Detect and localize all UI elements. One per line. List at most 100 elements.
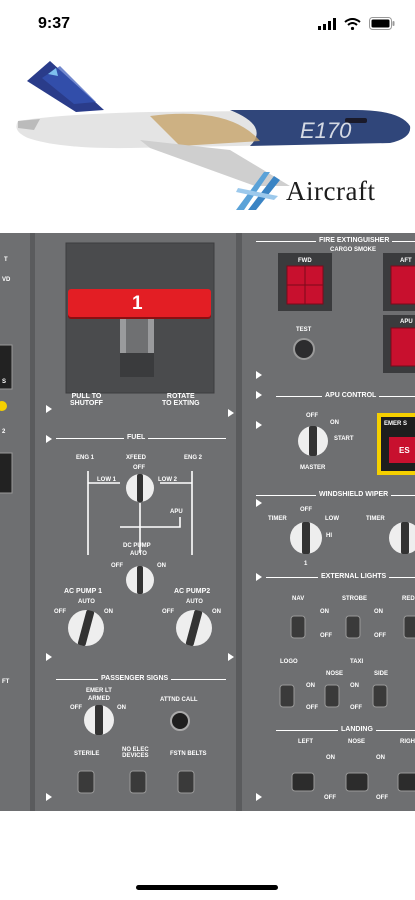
low1-label: LOW 1	[97, 477, 116, 483]
logo-label: LOGO	[280, 659, 298, 665]
ext-lights-title: EXTERNAL LIGHTS	[318, 573, 390, 580]
nav-label: NAV	[292, 596, 305, 602]
ac-pump2-label: AC PUMP2	[174, 588, 211, 595]
ac-pump1-auto-label: AUTO	[78, 599, 95, 605]
panel-graphics	[0, 233, 415, 811]
aircraft-image: E170	[16, 61, 411, 186]
apu-off-label: OFF	[306, 413, 318, 419]
ac-pump2-auto-label: AUTO	[186, 599, 203, 605]
dc-pump-label: DC PUMP	[123, 543, 151, 549]
passenger-signs-title: PASSENGER SIGNS	[98, 675, 172, 682]
dc-pump-auto-label: AUTO	[130, 551, 147, 557]
apu-control-title: APU CONTROL	[322, 392, 380, 399]
ac-pump1-on-label: ON	[104, 609, 113, 615]
taxi-on-label: ON	[350, 683, 359, 689]
left-edge-label-3: S	[2, 379, 7, 385]
fire-ext-title: FIRE EXTINGUISHER	[316, 237, 393, 244]
aircraft-model-label: E170	[300, 118, 352, 143]
wiper-title: WINDSHIELD WIPER	[316, 491, 392, 498]
fstn-belts-label: FSTN BELTS	[170, 751, 207, 757]
wiper-hi-label: HI	[326, 533, 332, 539]
landing-left-label: LEFT	[298, 739, 313, 745]
strobe-off-label: OFF	[374, 633, 386, 639]
pull-shutoff-label: PULL TO SHUTOFF	[70, 393, 103, 407]
emer-lt-armed-label: ARMED	[88, 696, 110, 702]
eng2-label: ENG 2	[184, 455, 203, 461]
nav-on-label: ON	[320, 609, 329, 615]
engine-handle-number: 1	[132, 293, 143, 314]
taxi-label: TAXI	[350, 659, 364, 665]
aft-label: AFT	[400, 258, 412, 264]
ac-pump1-knob	[68, 610, 104, 646]
ac-pump1-label: AC PUMP 1	[64, 588, 102, 595]
no-elec-label: NO ELEC DEVICES	[122, 747, 149, 759]
landing-left-off-label: OFF	[324, 795, 336, 801]
landing-left-on-label: ON	[326, 755, 335, 761]
wiper-off-label: OFF	[300, 507, 312, 513]
low2-label: LOW 2	[158, 477, 177, 483]
apu-master-knob	[298, 426, 328, 456]
left-edge-label-1: T	[4, 257, 8, 263]
logo-off-label: OFF	[306, 705, 318, 711]
eng1-label: ENG 1	[76, 455, 95, 461]
xfeed-label: XFEED	[126, 455, 147, 461]
attnd-call-label: ATTND CALL	[160, 697, 198, 703]
wiper-knob-2	[389, 522, 415, 554]
ac-pump2-on-label: ON	[212, 609, 221, 615]
taxi-off-label: OFF	[350, 705, 362, 711]
wiper-knob-1	[290, 522, 322, 554]
ac-pump1-off-label: OFF	[54, 609, 66, 615]
fwd-label: FWD	[298, 258, 312, 264]
dc-pump-knob	[126, 566, 154, 594]
emer-lt-label: EMER LT	[86, 688, 112, 694]
status-time: 9:37	[38, 15, 71, 32]
aircraft-illustration: E170	[0, 46, 415, 236]
test-label: TEST	[296, 327, 312, 333]
battery-icon	[369, 17, 395, 30]
left-edge-label-4: 2	[2, 429, 6, 435]
apu-on-label: ON	[330, 420, 339, 426]
xfeed-off-label: OFF	[133, 465, 145, 471]
emer-lt-off-label: OFF	[70, 705, 82, 711]
wiper2-timer-label: TIMER	[366, 516, 385, 522]
strobe-on-label: ON	[374, 609, 383, 615]
dc-pump-on-label: ON	[157, 563, 166, 569]
taxi-side-label: SIDE	[374, 671, 389, 677]
brand-logo: Aircraft	[234, 170, 415, 218]
left-edge-label-5: FT	[2, 679, 10, 685]
apu-start-label: START	[334, 436, 354, 442]
home-indicator[interactable]	[136, 885, 278, 890]
emer-stop-button-label[interactable]: ES	[399, 446, 410, 455]
wiper-pos1-label: 1	[304, 561, 308, 567]
rotate-exting-label: ROTATE TO EXTING	[162, 393, 200, 407]
left-edge-label-2: VD	[2, 277, 11, 283]
fuel-title: FUEL	[124, 434, 149, 441]
wifi-icon	[344, 17, 361, 30]
landing-right-label: RIGH	[400, 739, 415, 745]
engine-fire-handle[interactable]: 1	[68, 289, 211, 317]
brand-name: Aircraft	[286, 176, 376, 206]
landing-nose-off-label: OFF	[376, 795, 388, 801]
status-icons	[318, 17, 395, 30]
apu-master-label: MASTER	[300, 465, 326, 471]
red-label: RED	[402, 596, 415, 602]
strobe-label: STROBE	[342, 596, 368, 602]
brand-logo-icon	[236, 172, 280, 210]
ac-pump2-off-label: OFF	[162, 609, 174, 615]
nav-off-label: OFF	[320, 633, 332, 639]
emer-lt-knob	[84, 705, 114, 735]
ac-pump2-knob	[176, 610, 212, 646]
taxi-nose-label: NOSE	[326, 671, 344, 677]
landing-nose-on-label: ON	[376, 755, 385, 761]
cargo-smoke-label: CARGO SMOKE	[330, 247, 377, 253]
dc-pump-off-label: OFF	[111, 563, 123, 569]
landing-nose-label: NOSE	[348, 739, 366, 745]
overhead-panel: 1 PULL TO SHUTOFF ROTATE TO EXTING FUEL …	[0, 233, 415, 811]
landing-title: LANDING	[338, 726, 376, 733]
wiper-low-label: LOW	[325, 516, 339, 522]
emer-stop-label: EMER S	[384, 421, 408, 427]
cellular-signal-icon	[318, 17, 336, 30]
xfeed-knob	[126, 474, 154, 502]
logo-on-label: ON	[306, 683, 315, 689]
sterile-label: STERILE	[74, 751, 100, 757]
